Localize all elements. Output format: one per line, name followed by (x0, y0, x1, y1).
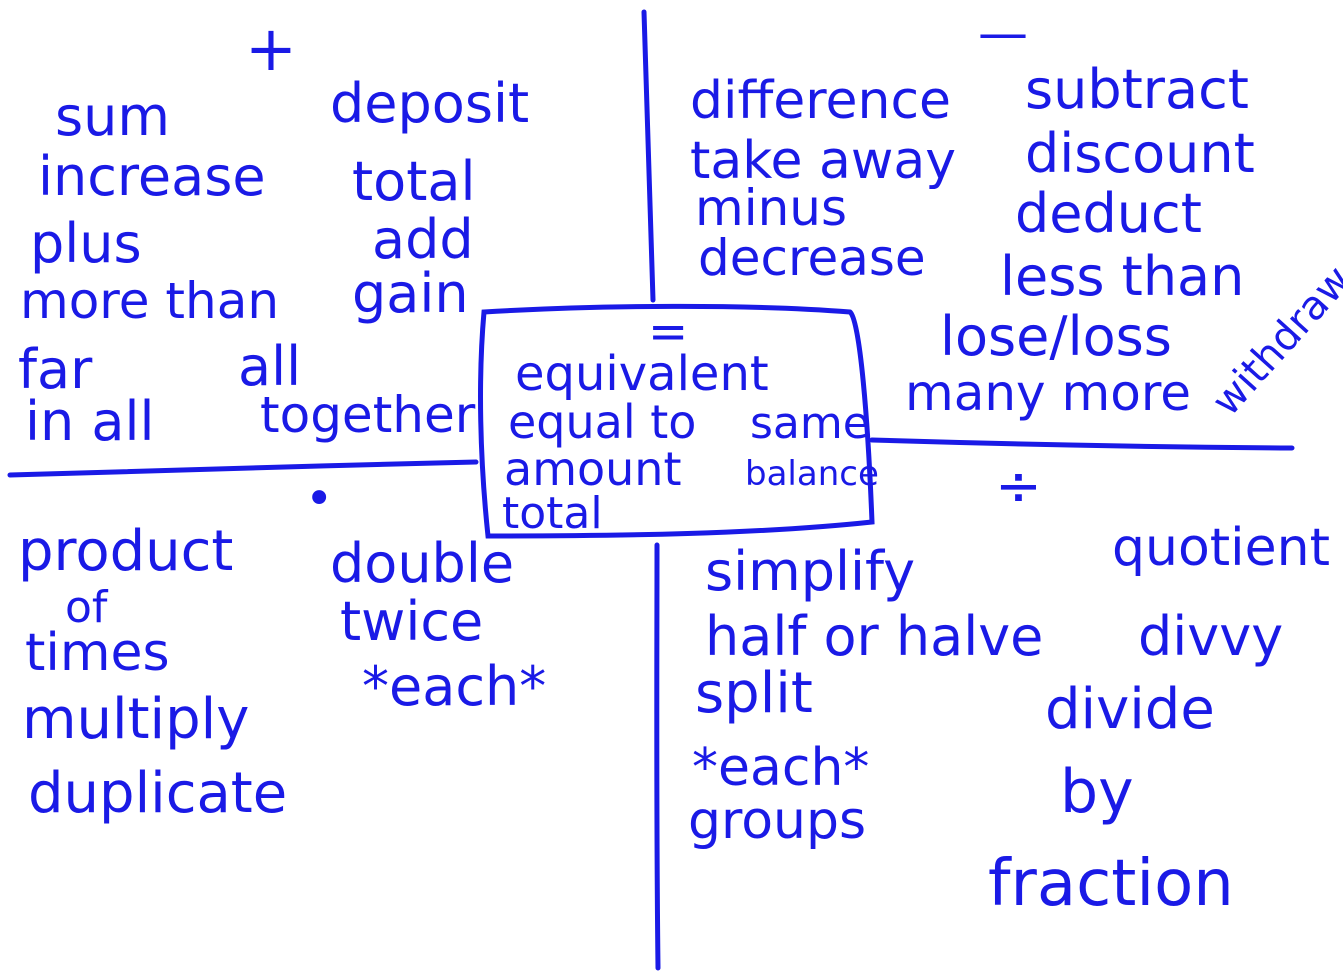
word-groups: groups (688, 791, 866, 851)
word-equivalent: equivalent (515, 346, 769, 402)
word-total: total (352, 150, 475, 213)
word-each-multiply: *each* (362, 655, 546, 718)
word-equal-to: equal to (508, 395, 696, 449)
horizontal-divider-left (7, 459, 479, 478)
word-split: split (695, 661, 813, 726)
division-quadrant: ÷ simplify quotient half or halve divvy … (688, 454, 1330, 921)
multiplication-symbol: • (305, 471, 333, 527)
word-quotient: quotient (1112, 518, 1330, 578)
word-take-away: take away (690, 131, 956, 191)
word-decrease: decrease (698, 229, 926, 287)
word-deposit: deposit (330, 72, 529, 135)
word-divide: divide (1045, 677, 1215, 742)
word-increase: increase (38, 145, 266, 208)
word-divvy: divvy (1138, 605, 1283, 668)
word-more-than: more than (20, 272, 279, 330)
vertical-divider-top (641, 9, 656, 303)
word-subtract: subtract (1025, 58, 1249, 121)
word-minus: minus (695, 179, 847, 237)
word-fraction: fraction (988, 847, 1234, 921)
word-lose-loss: lose/loss (940, 305, 1172, 368)
multiplication-quadrant: • product of double times twice multiply… (18, 471, 546, 826)
word-gain: gain (352, 262, 469, 325)
word-times: times (25, 623, 170, 683)
word-twice: twice (340, 590, 483, 653)
word-deduct: deduct (1015, 182, 1202, 245)
word-half-or-halve: half or halve (705, 605, 1043, 668)
horizontal-divider-right (869, 437, 1295, 451)
word-in-all: in all (25, 390, 155, 453)
word-of: of (65, 582, 109, 633)
addition-symbol: + (245, 12, 297, 85)
vertical-divider-bottom (654, 542, 661, 971)
word-together: together (260, 386, 476, 444)
equals-symbol: = (648, 304, 688, 360)
word-simplify: simplify (705, 540, 915, 603)
word-by: by (1060, 757, 1134, 827)
word-duplicate: duplicate (28, 761, 287, 826)
subtraction-symbol: — (978, 4, 1028, 62)
addition-quadrant: + sum deposit increase total plus add mo… (18, 12, 529, 453)
word-add: add (372, 208, 474, 271)
word-all: all (238, 335, 301, 398)
word-double: double (330, 532, 514, 595)
word-balance: balance (745, 454, 879, 494)
word-plus: plus (30, 212, 142, 275)
word-less-than: less than (1000, 245, 1244, 308)
word-amount: amount (504, 442, 682, 496)
word-discount: discount (1025, 122, 1255, 185)
subtraction-quadrant: — difference subtract take away discount… (690, 4, 1343, 425)
equals-box: = equivalent equal to same amount balanc… (502, 304, 879, 539)
word-difference: difference (690, 71, 951, 131)
word-total-center: total (502, 488, 603, 539)
word-multiply: multiply (22, 687, 249, 752)
word-each-divide: *each* (692, 738, 869, 798)
word-far: far (18, 338, 93, 401)
division-symbol: ÷ (995, 454, 1042, 519)
word-sum: sum (55, 85, 170, 148)
center-box-border (478, 303, 875, 539)
word-same: same (750, 398, 870, 449)
word-product: product (18, 519, 233, 584)
word-many-more: many more (905, 364, 1191, 422)
